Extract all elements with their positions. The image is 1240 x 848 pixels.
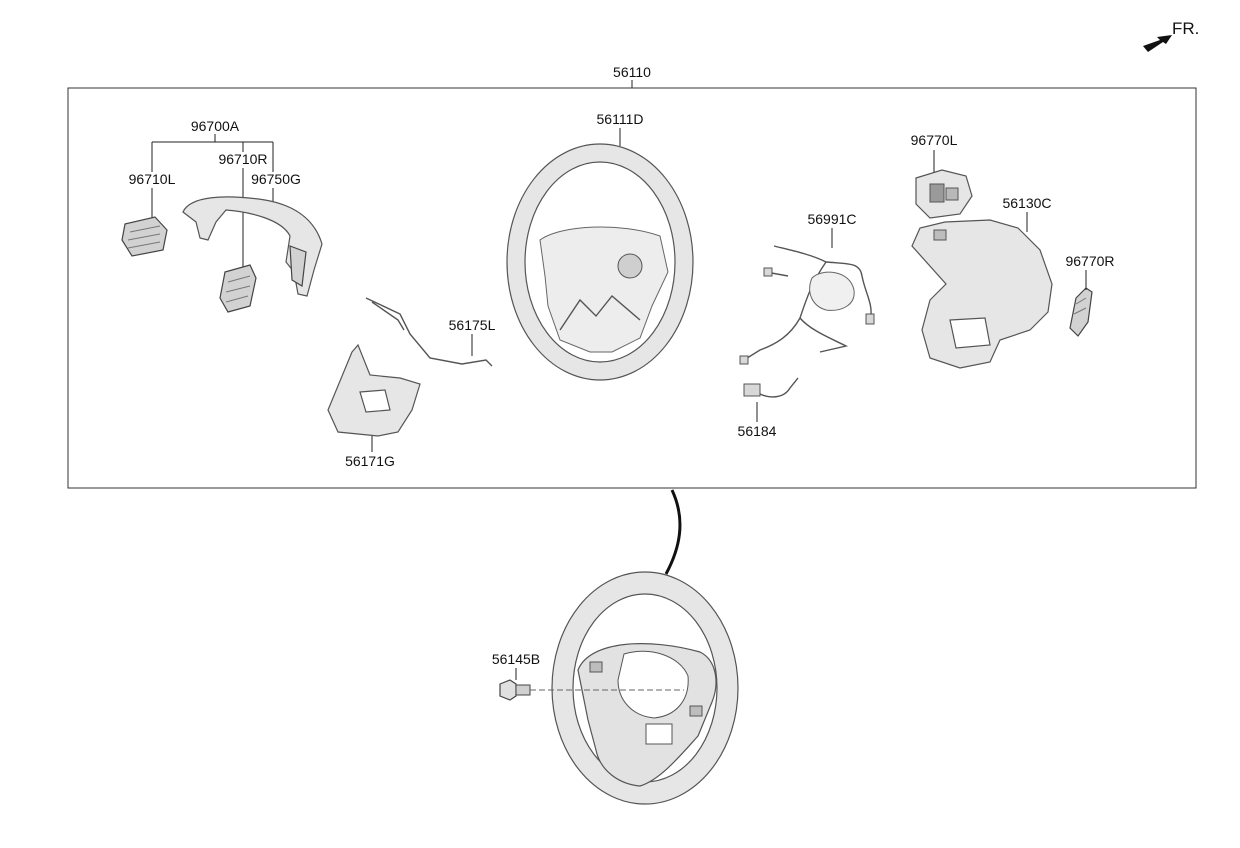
label-56110[interactable]: 56110	[613, 64, 651, 80]
assembly-frame	[67, 87, 1197, 489]
label-96770L[interactable]: 96770L	[911, 132, 958, 148]
front-direction-indicator: FR.	[1143, 19, 1199, 52]
label-56145B[interactable]: 56145B	[492, 651, 540, 667]
connector-56184-part	[743, 377, 799, 398]
switch-96770L-part	[915, 169, 973, 219]
label-96750G[interactable]: 96750G	[251, 171, 301, 187]
switch-96710L-part	[121, 216, 168, 257]
label-96700A[interactable]: 96700A	[191, 118, 240, 134]
label-56175L[interactable]: 56175L	[449, 317, 496, 333]
label-56130C[interactable]: 56130C	[1002, 195, 1051, 211]
bezel-96750G-part	[182, 196, 323, 297]
label-56991C[interactable]: 56991C	[807, 211, 856, 227]
lower-cover-56171G-part	[327, 343, 421, 437]
rear-cover-56130C-part	[911, 219, 1053, 369]
label-96710R[interactable]: 96710R	[218, 151, 267, 167]
front-label: FR.	[1172, 19, 1199, 38]
label-56111D[interactable]: 56111D	[597, 111, 644, 127]
assembled-steering-wheel	[551, 571, 739, 805]
front-arrow-icon	[1143, 35, 1172, 52]
switch-96710R-part	[219, 264, 257, 313]
label-96710L[interactable]: 96710L	[129, 171, 176, 187]
assembly-link-curve	[664, 489, 682, 575]
bolt-56145B-part	[499, 679, 684, 701]
bracket-56175L-part	[365, 297, 493, 367]
switch-96770R-part	[1069, 287, 1093, 337]
label-56184[interactable]: 56184	[738, 423, 777, 439]
label-56171G[interactable]: 56171G	[345, 453, 395, 469]
steering-wheel-56111D-part	[506, 143, 694, 381]
wiring-harness-56991C-part	[739, 245, 875, 365]
label-96770R[interactable]: 96770R	[1065, 253, 1114, 269]
